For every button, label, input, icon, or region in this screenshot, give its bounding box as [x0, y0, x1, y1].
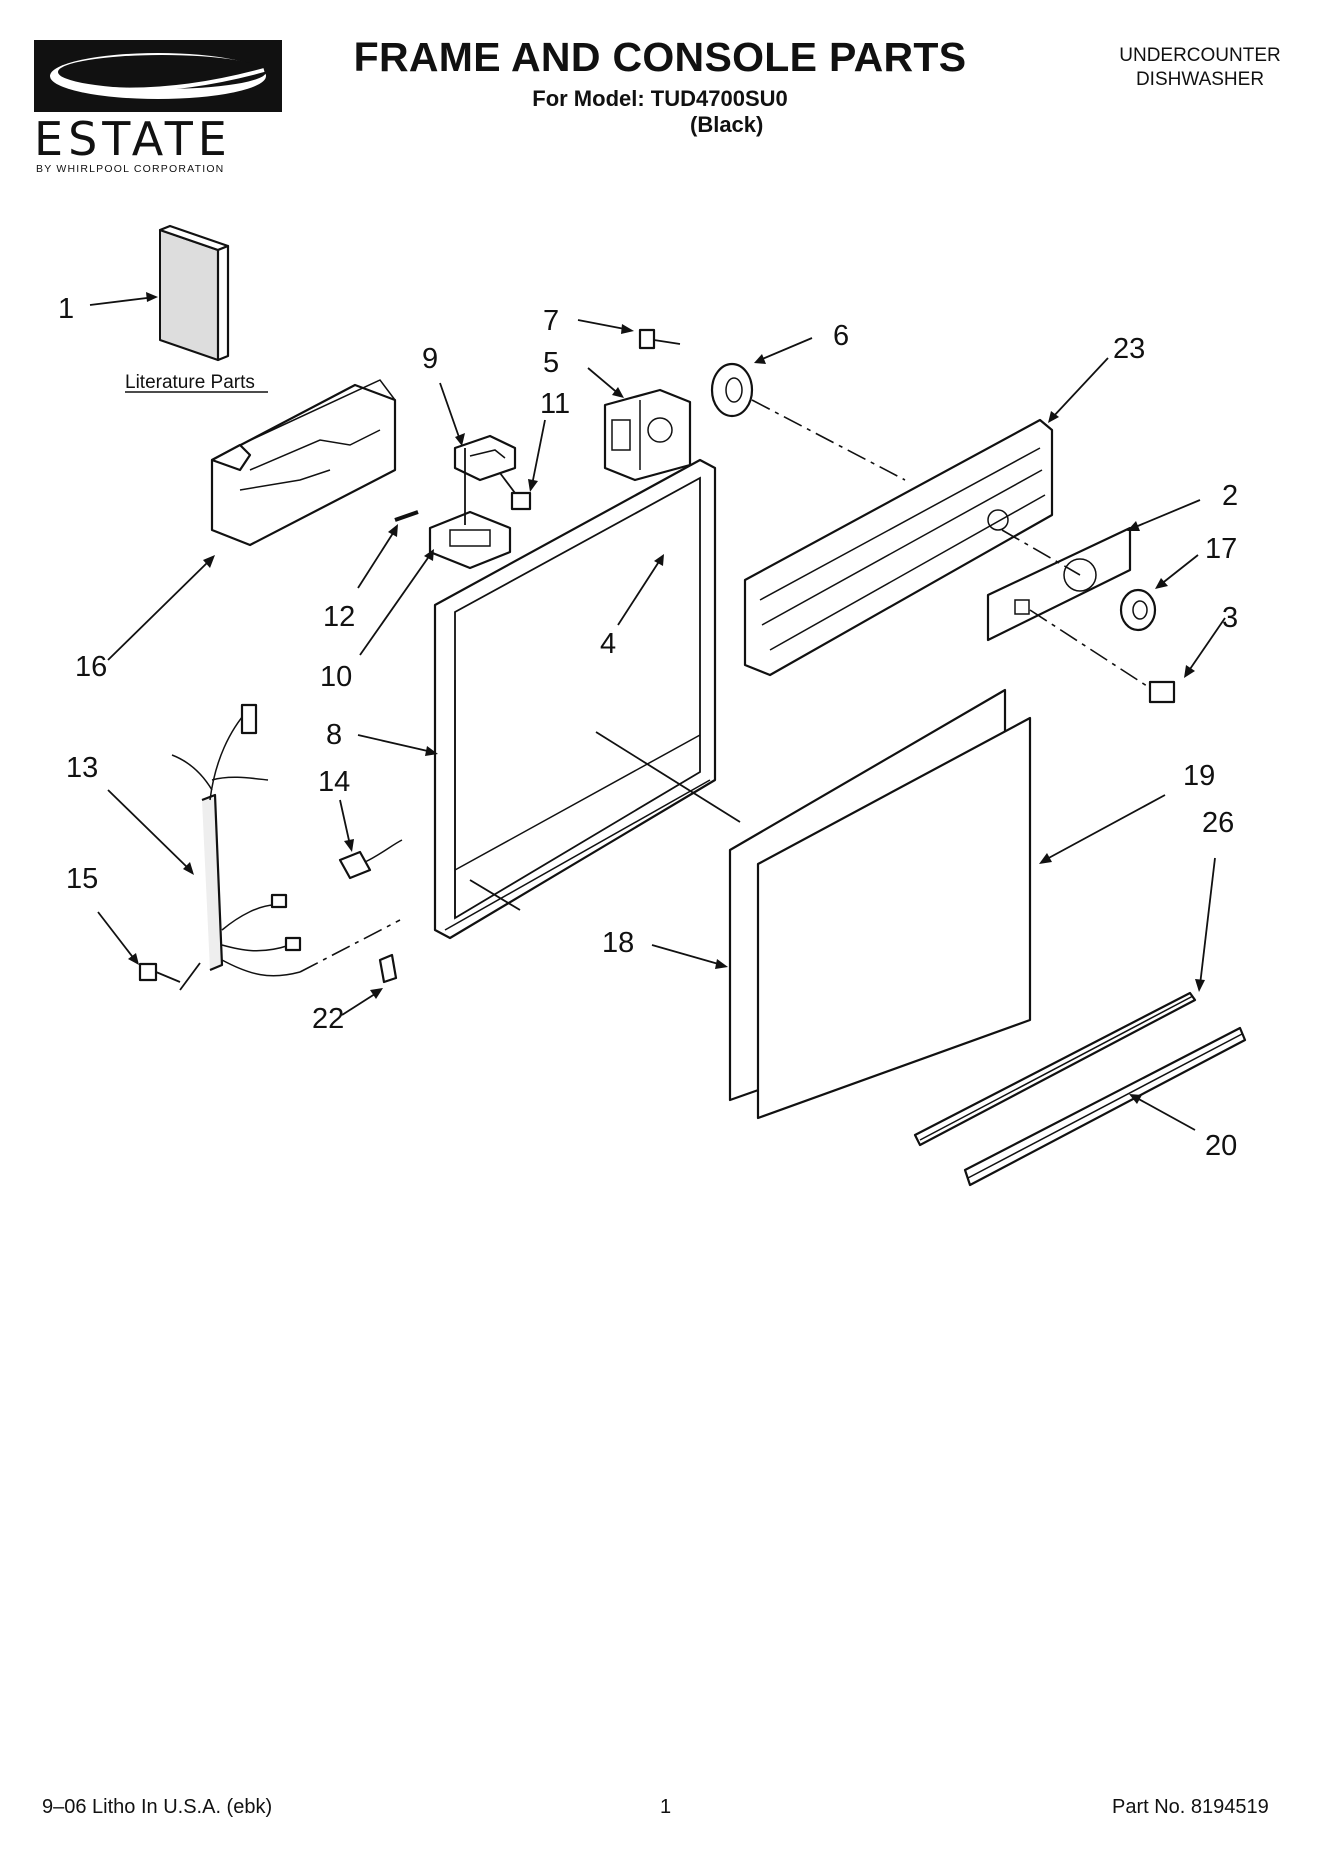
callout-26: 26 [1202, 807, 1234, 839]
screw-15 [138, 962, 181, 983]
callout-18: 18 [602, 927, 634, 959]
console-cover [210, 379, 397, 547]
literature-booklet [158, 224, 230, 362]
callout-7: 7 [543, 305, 559, 337]
literature-caption: Literature Parts [125, 372, 255, 393]
screw-7 [638, 328, 681, 350]
callout-10: 10 [320, 661, 352, 693]
bottom-trim [963, 1026, 1247, 1187]
assembly-line [1029, 609, 1151, 689]
small-clip [510, 491, 532, 511]
knob-coupling [710, 362, 754, 418]
timer-control [603, 388, 692, 482]
callout-9: 9 [422, 343, 438, 375]
callout-4: 4 [600, 628, 616, 660]
assembly-line [299, 919, 401, 973]
switch-housing [428, 510, 512, 570]
callout-20: 20 [1205, 1130, 1237, 1162]
assembly-line [595, 731, 741, 823]
assembly-line [499, 472, 516, 494]
callout-17: 17 [1205, 533, 1237, 565]
callout-22: 22 [312, 1003, 344, 1035]
assembly-line [1001, 529, 1081, 576]
product-type-line2: DISHWASHER [1135, 69, 1265, 90]
bottom-clip [378, 953, 398, 984]
exploded-parts-diagram: Literature Parts [58, 224, 1247, 1187]
page-number: 1 [660, 1796, 672, 1818]
page-title: FRAME AND CONSOLE PARTS [353, 34, 967, 80]
model-variant: (Black) [690, 112, 764, 137]
assembly-line [179, 962, 201, 991]
push-button [1148, 680, 1176, 704]
callout-16: 16 [75, 651, 107, 683]
door-panel-front [756, 716, 1032, 1120]
callout-11: 11 [540, 388, 570, 420]
callout-6: 6 [833, 320, 849, 352]
estate-swoosh-logo-icon [34, 40, 282, 112]
pin [394, 510, 419, 522]
product-type-line1: UNDERCOUNTER [1119, 45, 1281, 66]
assembly-line [751, 399, 906, 481]
door-frame [433, 458, 717, 940]
control-knob [1119, 588, 1157, 632]
callout-13: 13 [66, 752, 98, 784]
callout-8: 8 [326, 719, 342, 751]
wire-harness [171, 703, 302, 977]
brand-name: ESTATE [34, 112, 232, 166]
callout-3: 3 [1222, 602, 1238, 634]
trim-strip [913, 991, 1197, 1147]
product-type: UNDERCOUNTER DISHWASHER [1090, 44, 1310, 92]
switch-bracket [453, 434, 517, 482]
callout-2: 2 [1222, 480, 1238, 512]
model-number: For Model: TUD4700SU0 [532, 86, 788, 111]
callout-23: 23 [1113, 333, 1145, 365]
control-plate [986, 526, 1132, 642]
console-panel [743, 418, 1054, 677]
callout-19: 19 [1183, 760, 1215, 792]
callout-12: 12 [323, 601, 355, 633]
assembly-line [469, 879, 521, 911]
leader-lines [89, 292, 1226, 1131]
part-number: Part No. 8194519 [1112, 1796, 1269, 1818]
brand-subtitle: BY WHIRLPOOL CORPORATION [36, 163, 225, 175]
callout-5: 5 [543, 347, 559, 379]
callout-15: 15 [66, 863, 98, 895]
print-info: 9–06 Litho In U.S.A. (ebk) [42, 1796, 273, 1818]
harness-connector [338, 839, 403, 880]
callout-1: 1 [58, 293, 74, 325]
callout-14: 14 [318, 766, 350, 798]
